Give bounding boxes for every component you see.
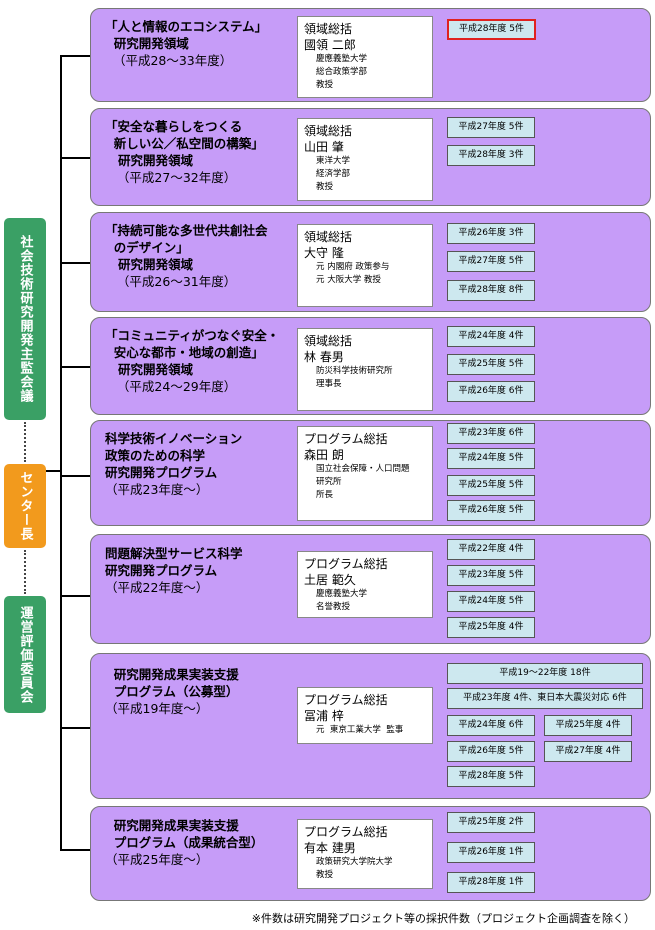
- supervisor-box: 領域総括 大守 隆 元 内閣府 政策参与 元 大阪大学 教授: [297, 224, 433, 307]
- center-director-bar: センター長: [4, 464, 46, 548]
- year-count-badge: 平成24年度 6件: [447, 715, 535, 736]
- year-count-badge: 平成23年度 6件: [447, 423, 535, 444]
- program-panel-5: 科学技術イノベーション 政策のための科学 研究開発プログラム （平成23年度～）…: [90, 420, 651, 526]
- year-count-badge: 平成28年度 1件: [447, 872, 535, 893]
- supervisor-affiliation: 防災科学技術研究所 理事長: [316, 366, 393, 389]
- supervisor-role: 領域総括: [304, 22, 353, 36]
- supervisor-role: プログラム総括: [304, 557, 388, 571]
- program-title: 「人と情報のエコシステム」 研究開発領域 （平成28～33年度）: [105, 19, 268, 68]
- year-count-badge: 平成22年度 4件: [447, 539, 535, 560]
- year-count-badge: 平成28年度 3件: [447, 145, 535, 166]
- supervisor-affiliation: 政策研究大学院大学 教授: [316, 857, 393, 880]
- year-count-badge: 平成28年度 5件: [447, 766, 535, 787]
- year-count-badge: 平成26年度 5件: [447, 500, 535, 521]
- program-title: 研究開発成果実装支援 プログラム（成果統合型） （平成25年度～）: [105, 818, 264, 867]
- branch-line-5: [60, 475, 90, 477]
- branch-line-4: [60, 366, 90, 368]
- year-count-badge: 平成25年度 5件: [447, 475, 535, 496]
- year-count-badge: 平成28年度 5件: [447, 19, 536, 40]
- dotted-connector-top: [24, 422, 26, 462]
- year-count-badge: 平成27年度 4件: [544, 741, 632, 762]
- program-title: 問題解決型サービス科学 研究開発プログラム （平成22年度～）: [105, 546, 243, 595]
- supervisor-box: 領域総括 山田 肇 東洋大学 経済学部 教授: [297, 118, 433, 201]
- supervisor-box: プログラム総括 森田 朗 国立社会保障・人口問題 研究所 所長: [297, 426, 433, 521]
- year-count-badge: 平成27年度 5件: [447, 251, 535, 272]
- year-count-badge: 平成24年度 5件: [447, 448, 535, 469]
- year-count-badge: 平成26年度 3件: [447, 223, 535, 244]
- supervisor-name: 林 春男: [304, 350, 344, 364]
- program-title: 科学技術イノベーション 政策のための科学 研究開発プログラム （平成23年度～）: [105, 431, 243, 497]
- program-title: 「安全な暮らしをつくる 新しい公／私空間の構築」 研究開発領域 （平成27～32…: [105, 119, 264, 185]
- supervisor-affiliation: 東洋大学 経済学部 教授: [316, 156, 351, 192]
- supervisor-name: 森田 朗: [304, 448, 344, 462]
- year-count-badge: 平成25年度 2件: [447, 812, 535, 833]
- evaluation-committee-bar: 運営評価委員会: [4, 596, 46, 713]
- supervisor-box: プログラム総括 有本 建男 政策研究大学院大学 教授: [297, 819, 433, 889]
- branch-line-1: [60, 55, 90, 57]
- program-panel-8: 研究開発成果実装支援 プログラム（成果統合型） （平成25年度～） プログラム総…: [90, 806, 651, 901]
- supervisor-box: プログラム総括 土居 範久 慶應義塾大学 名誉教授: [297, 551, 433, 618]
- supervisor-role: 領域総括: [304, 334, 353, 348]
- supervisor-name: 有本 建男: [304, 841, 356, 855]
- branch-line-8: [60, 849, 90, 851]
- year-count-badge: 平成24年度 4件: [447, 326, 535, 347]
- supervisor-name: 土居 範久: [304, 573, 356, 587]
- tree-trunk-line: [60, 55, 62, 849]
- year-count-badge: 平成26年度 1件: [447, 842, 535, 863]
- supervisor-affiliation: 国立社会保障・人口問題 研究所 所長: [316, 464, 410, 500]
- footnote: ※件数は研究開発プロジェクト等の採択件数（プロジェクト企画調査を除く）: [251, 912, 635, 925]
- year-count-badge: 平成24年度 5件: [447, 591, 535, 612]
- program-panel-6: 問題解決型サービス科学 研究開発プログラム （平成22年度～） プログラム総括 …: [90, 534, 651, 644]
- supervisor-box: 領域総括 國領 二郎 慶應義塾大学 総合政策学部 教授: [297, 16, 433, 98]
- program-panel-3: 「持続可能な多世代共創社会 のデザイン」 研究開発領域 （平成26～31年度） …: [90, 212, 651, 312]
- branch-line-2: [60, 157, 90, 159]
- branch-line-7: [60, 727, 90, 729]
- supervisor-role: プログラム総括: [304, 825, 388, 839]
- supervisor-role: プログラム総括: [304, 432, 388, 446]
- supervisor-name: 冨浦 梓: [304, 709, 344, 723]
- year-count-badge: 平成23年度 5件: [447, 565, 535, 586]
- program-title: 「持続可能な多世代共創社会 のデザイン」 研究開発領域 （平成26～31年度）: [105, 223, 268, 289]
- year-count-badge: 平成19～22年度 18件: [447, 663, 643, 684]
- root-connector-line: [46, 470, 60, 472]
- supervisor-role: 領域総括: [304, 124, 353, 138]
- program-panel-7: 研究開発成果実装支援 プログラム（公募型） （平成19年度～） プログラム総括 …: [90, 653, 651, 799]
- year-count-badge: 平成27年度 5件: [447, 117, 535, 138]
- supervisor-role: 領域総括: [304, 230, 353, 244]
- year-count-badge: 平成25年度 4件: [447, 617, 535, 638]
- year-count-badge: 平成25年度 4件: [544, 715, 632, 736]
- year-count-badge: 平成26年度 5件: [447, 741, 535, 762]
- supervisor-box: プログラム総括 冨浦 梓 元 東京工業大学 監事: [297, 687, 433, 744]
- branch-line-6: [60, 595, 90, 597]
- supervisor-name: 大守 隆: [304, 246, 344, 260]
- dotted-connector-bottom: [24, 550, 26, 594]
- supervisor-role: プログラム総括: [304, 693, 388, 707]
- committee-bar: 社会技術研究開発主監会議: [4, 218, 46, 420]
- supervisor-affiliation: 慶應義塾大学 総合政策学部 教授: [316, 54, 368, 90]
- program-panel-4: 「コミュニティがつなぐ安全・ 安心な都市・地域の創造」 研究開発領域 （平成24…: [90, 317, 651, 415]
- program-panel-1: 「人と情報のエコシステム」 研究開発領域 （平成28～33年度） 領域総括 國領…: [90, 8, 651, 102]
- program-title: 研究開発成果実装支援 プログラム（公募型） （平成19年度～）: [105, 667, 239, 716]
- branch-line-3: [60, 262, 90, 264]
- year-count-badge: 平成25年度 5件: [447, 354, 535, 375]
- supervisor-affiliation: 慶應義塾大学 名誉教授: [316, 589, 368, 612]
- supervisor-name: 國領 二郎: [304, 38, 356, 52]
- program-panel-2: 「安全な暮らしをつくる 新しい公／私空間の構築」 研究開発領域 （平成27～32…: [90, 108, 651, 206]
- program-title: 「コミュニティがつなぐ安全・ 安心な都市・地域の創造」 研究開発領域 （平成24…: [105, 328, 280, 394]
- supervisor-affiliation: 元 内閣府 政策参与 元 大阪大学 教授: [316, 262, 390, 285]
- supervisor-affiliation: 元 東京工業大学 監事: [316, 725, 404, 735]
- year-count-badge: 平成23年度 4件、東日本大震災対応 6件: [447, 688, 643, 709]
- supervisor-name: 山田 肇: [304, 140, 344, 154]
- year-count-badge: 平成28年度 8件: [447, 280, 535, 301]
- year-count-badge: 平成26年度 6件: [447, 381, 535, 402]
- supervisor-box: 領域総括 林 春男 防災科学技術研究所 理事長: [297, 328, 433, 411]
